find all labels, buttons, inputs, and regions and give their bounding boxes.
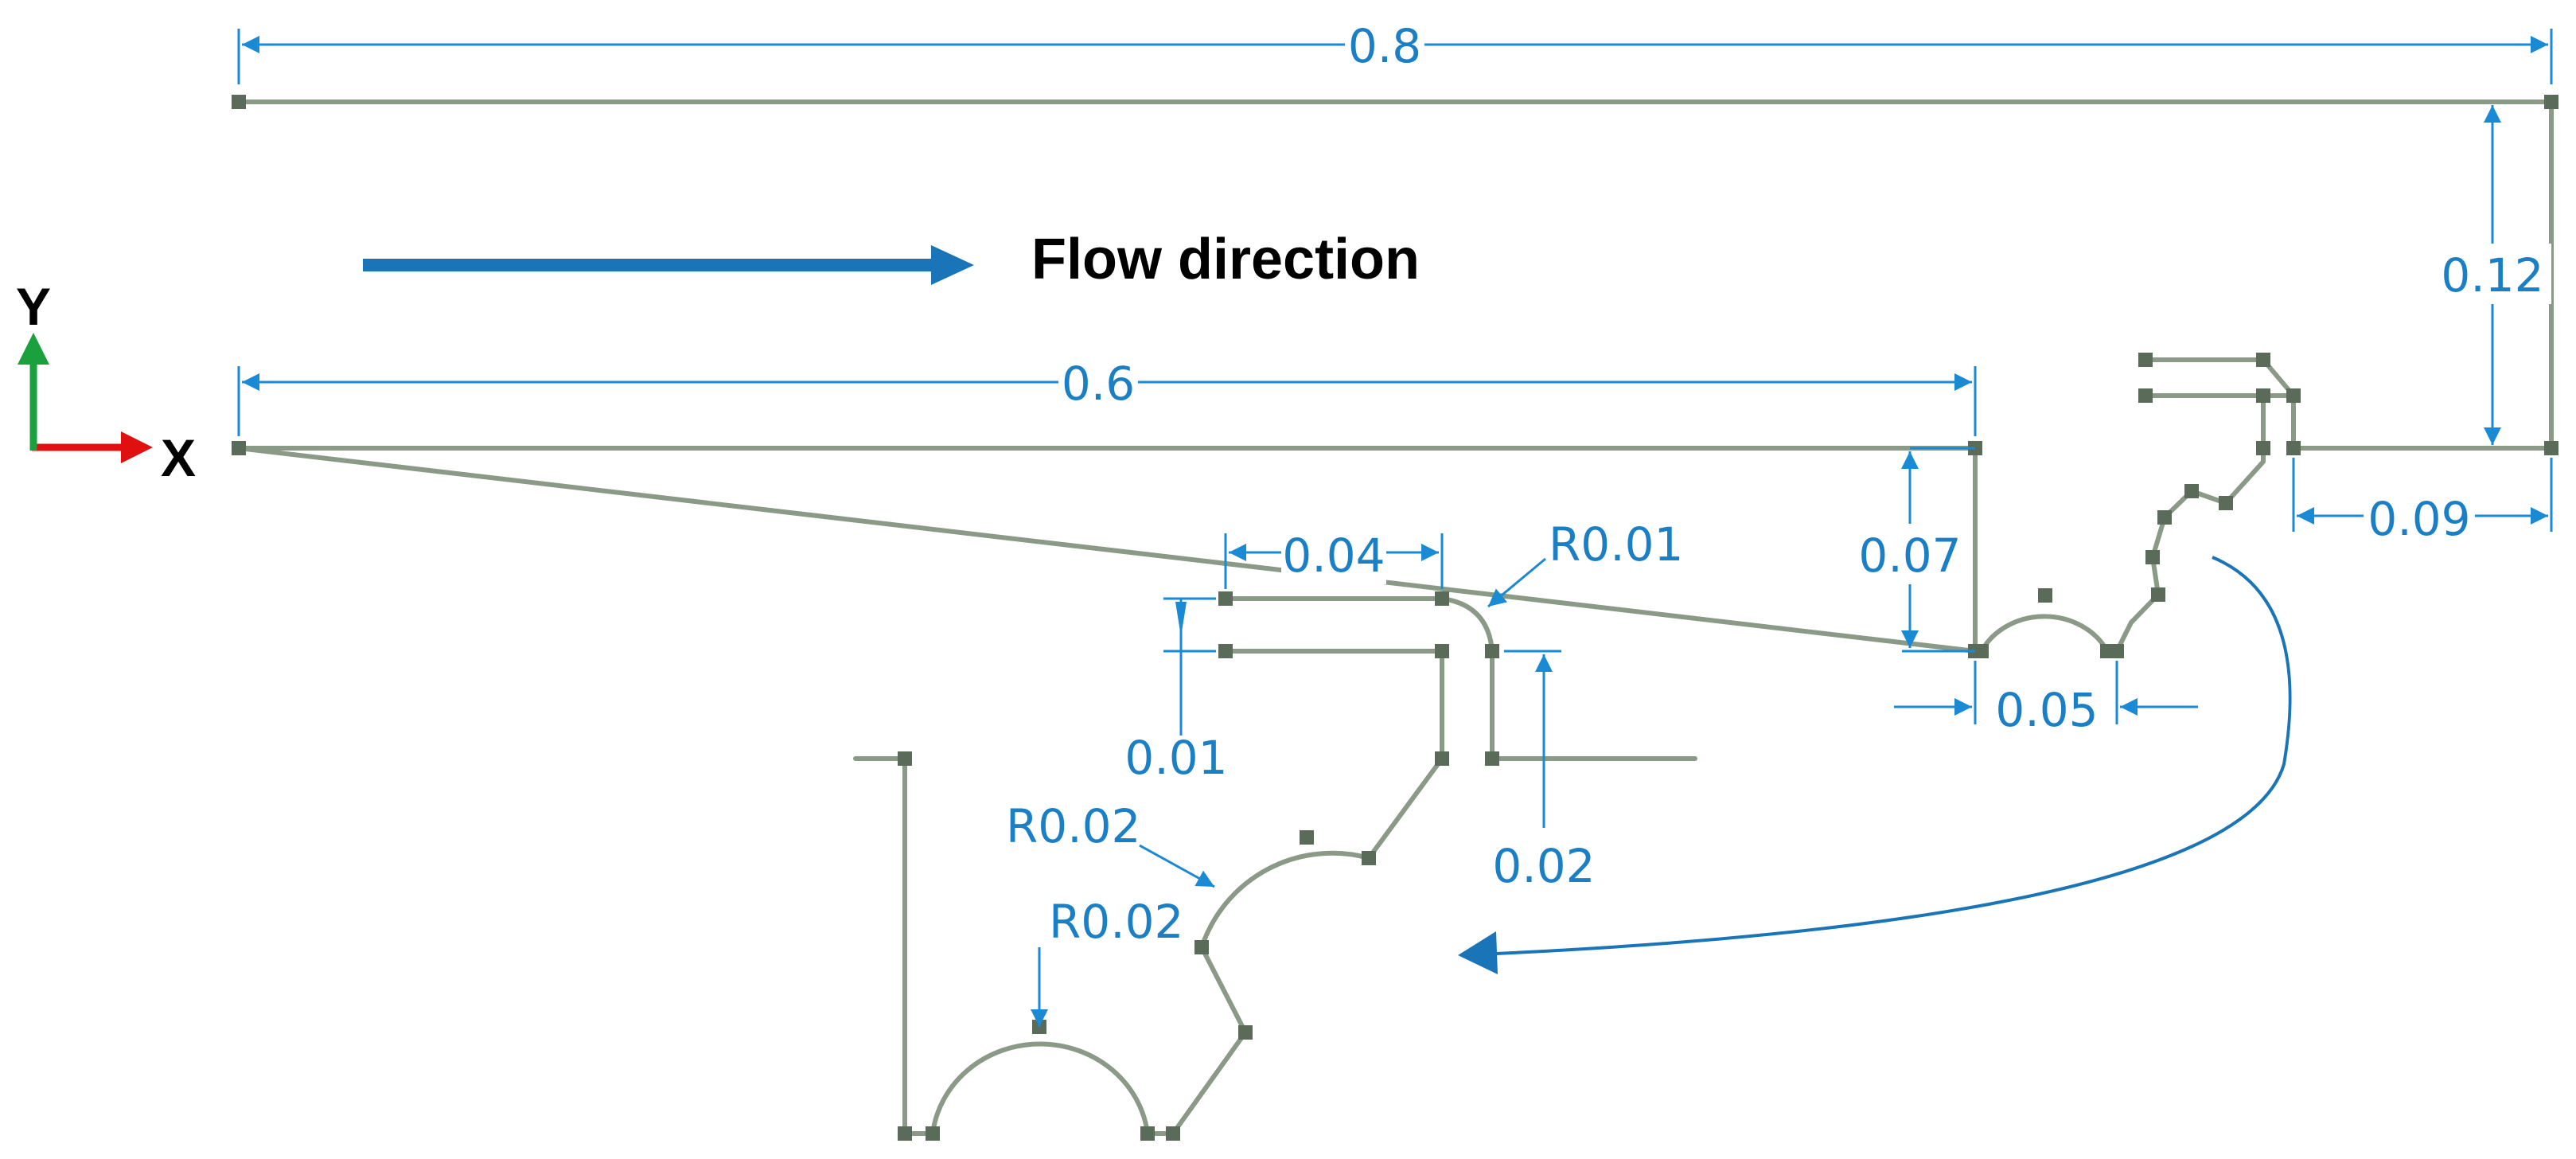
geometry-node bbox=[2286, 441, 2301, 455]
geometry-node bbox=[2256, 353, 2270, 367]
geometry-node bbox=[2151, 587, 2165, 602]
y-axis-head-icon bbox=[18, 333, 49, 365]
geometry-node bbox=[2145, 550, 2160, 564]
dim-cavity-width: 0.05 bbox=[1995, 683, 2098, 737]
main-domain bbox=[236, 100, 2554, 654]
detail-callout bbox=[1458, 556, 2292, 974]
x-axis-head-icon bbox=[121, 431, 153, 463]
flow-direction-label: Flow direction bbox=[1031, 228, 1420, 291]
geometry-node bbox=[1300, 830, 1314, 845]
geometry-node bbox=[1218, 644, 1233, 658]
dim-detail-gap: 0.02 bbox=[1492, 839, 1595, 893]
dim-total-length: 0.8 bbox=[1348, 19, 1421, 73]
coordinate-axes: X Y bbox=[16, 277, 196, 487]
geometry-node bbox=[2110, 644, 2124, 658]
detail-callout-arrow-head-icon bbox=[1458, 931, 1498, 974]
dim-downstream-length: 0.09 bbox=[2368, 492, 2470, 546]
geometry-node bbox=[2219, 496, 2233, 510]
main-domain-outline bbox=[236, 100, 2554, 654]
geometry-node bbox=[898, 1126, 912, 1141]
geometry-node bbox=[1485, 644, 1499, 658]
detail-step-upper bbox=[1223, 596, 1697, 761]
dim-channel-height: 0.12 bbox=[2441, 248, 2543, 302]
geometry-node bbox=[2138, 388, 2153, 403]
dim-detail-corner-radius: R0.01 bbox=[1549, 517, 1683, 572]
geometry-node bbox=[1435, 751, 1449, 766]
geometry-node bbox=[1485, 751, 1499, 766]
geometry-node bbox=[2038, 588, 2052, 603]
detail-outline bbox=[853, 649, 1444, 1136]
geometry-node bbox=[2286, 388, 2301, 403]
geometry-node bbox=[2157, 510, 2172, 525]
geometry-node bbox=[1435, 591, 1449, 606]
dim-detail-step-thickness: 0.01 bbox=[1124, 731, 1227, 785]
y-axis-label: Y bbox=[16, 277, 51, 336]
geometry-node bbox=[926, 1126, 940, 1141]
geometry-node bbox=[1166, 1126, 1180, 1141]
geometry-node bbox=[1140, 1126, 1155, 1141]
geometry-node bbox=[898, 751, 912, 766]
geometry-nodes bbox=[232, 95, 2558, 1141]
geometry-node bbox=[1194, 940, 1209, 954]
main-inlet-step-upper bbox=[2143, 357, 2296, 398]
detail-callout-arrow-icon bbox=[1495, 556, 2292, 955]
geometry-node bbox=[2138, 353, 2153, 367]
dimensions: 0.8 0.6 0.12 0.07 0.05 0.09 0. bbox=[237, 14, 2553, 1027]
geometry-node bbox=[232, 441, 246, 455]
geometry-node bbox=[2256, 388, 2270, 403]
main-inlet-step-lower bbox=[2143, 393, 2266, 451]
geometry-node bbox=[1435, 644, 1449, 658]
dim-detail-arc-radius-lower: R0.02 bbox=[1049, 895, 1183, 949]
geometry-node bbox=[2544, 441, 2558, 455]
dim-detail-step-length: 0.04 bbox=[1282, 529, 1385, 583]
flow-direction: Flow direction bbox=[363, 228, 1420, 291]
dim-detail-arc-radius-upper: R0.02 bbox=[1006, 799, 1140, 853]
dim-cavity-depth: 0.07 bbox=[1858, 529, 1961, 583]
x-axis-label: X bbox=[161, 428, 196, 487]
geometry-node bbox=[2256, 441, 2270, 455]
geometry-node bbox=[1362, 851, 1376, 865]
geometry-node bbox=[2184, 484, 2199, 498]
dim-upstream-length: 0.6 bbox=[1062, 357, 1135, 411]
geometry-node bbox=[232, 95, 246, 109]
geometry-node bbox=[1238, 1025, 1253, 1040]
geometry-node bbox=[1218, 591, 1233, 606]
flow-arrow-head-icon bbox=[931, 245, 974, 285]
geometry-node bbox=[2544, 95, 2558, 109]
